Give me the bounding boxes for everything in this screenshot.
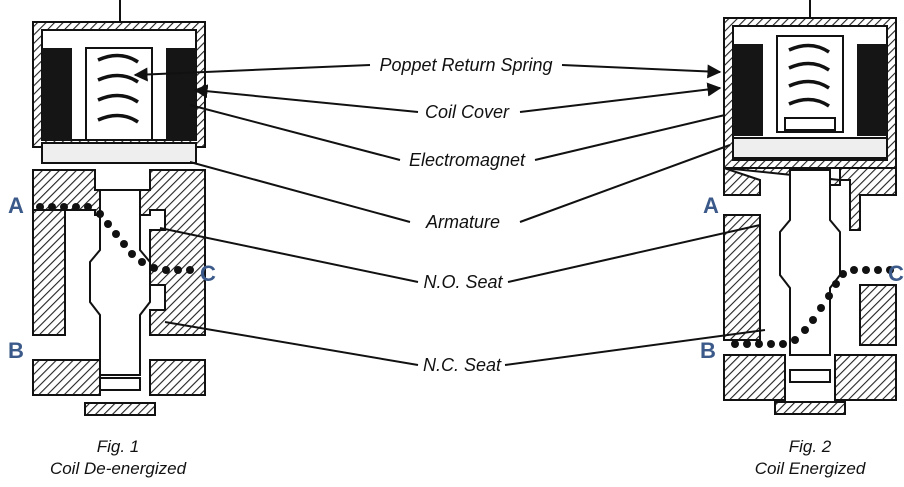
caption-fig1-subtitle: Coil De-energized (50, 459, 187, 478)
armature-fig2 (732, 137, 888, 159)
electromagnet-right-fig2 (857, 44, 887, 136)
poppet-return-spring-fig1 (85, 47, 153, 141)
port-a-fig1: A (8, 193, 24, 218)
label-coil-cover: Coil Cover (425, 102, 510, 122)
poppet-fig1 (89, 189, 151, 376)
label-electromagnet: Electromagnet (409, 150, 526, 170)
caption-fig2-title: Fig. 2 (789, 437, 832, 456)
label-poppet-return-spring: Poppet Return Spring (379, 55, 552, 75)
electromagnet-left-fig2 (733, 44, 763, 136)
poppet-fig2 (779, 169, 841, 356)
valve-fig2 (723, 0, 897, 415)
port-a-fig2: A (703, 193, 719, 218)
poppet-return-spring-fig2 (776, 35, 844, 133)
caption-fig1-title: Fig. 1 (97, 437, 140, 456)
port-c-fig2: C (888, 261, 904, 286)
flow-path-fig1 (36, 203, 194, 274)
label-no-seat: N.O. Seat (423, 272, 503, 292)
electromagnet-left-fig1 (42, 48, 72, 140)
leader-lines (133, 64, 766, 366)
label-armature: Armature (425, 212, 500, 232)
label-nc-seat: N.C. Seat (423, 355, 502, 375)
port-c-fig1: C (200, 261, 216, 286)
port-b-fig1: B (8, 338, 24, 363)
port-b-fig2: B (700, 338, 716, 363)
electromagnet-right-fig1 (166, 48, 196, 140)
flow-path-fig2 (731, 266, 894, 348)
caption-fig2-subtitle: Coil Energized (755, 459, 866, 478)
armature-fig1 (41, 142, 197, 164)
valve-fig1 (32, 0, 206, 416)
